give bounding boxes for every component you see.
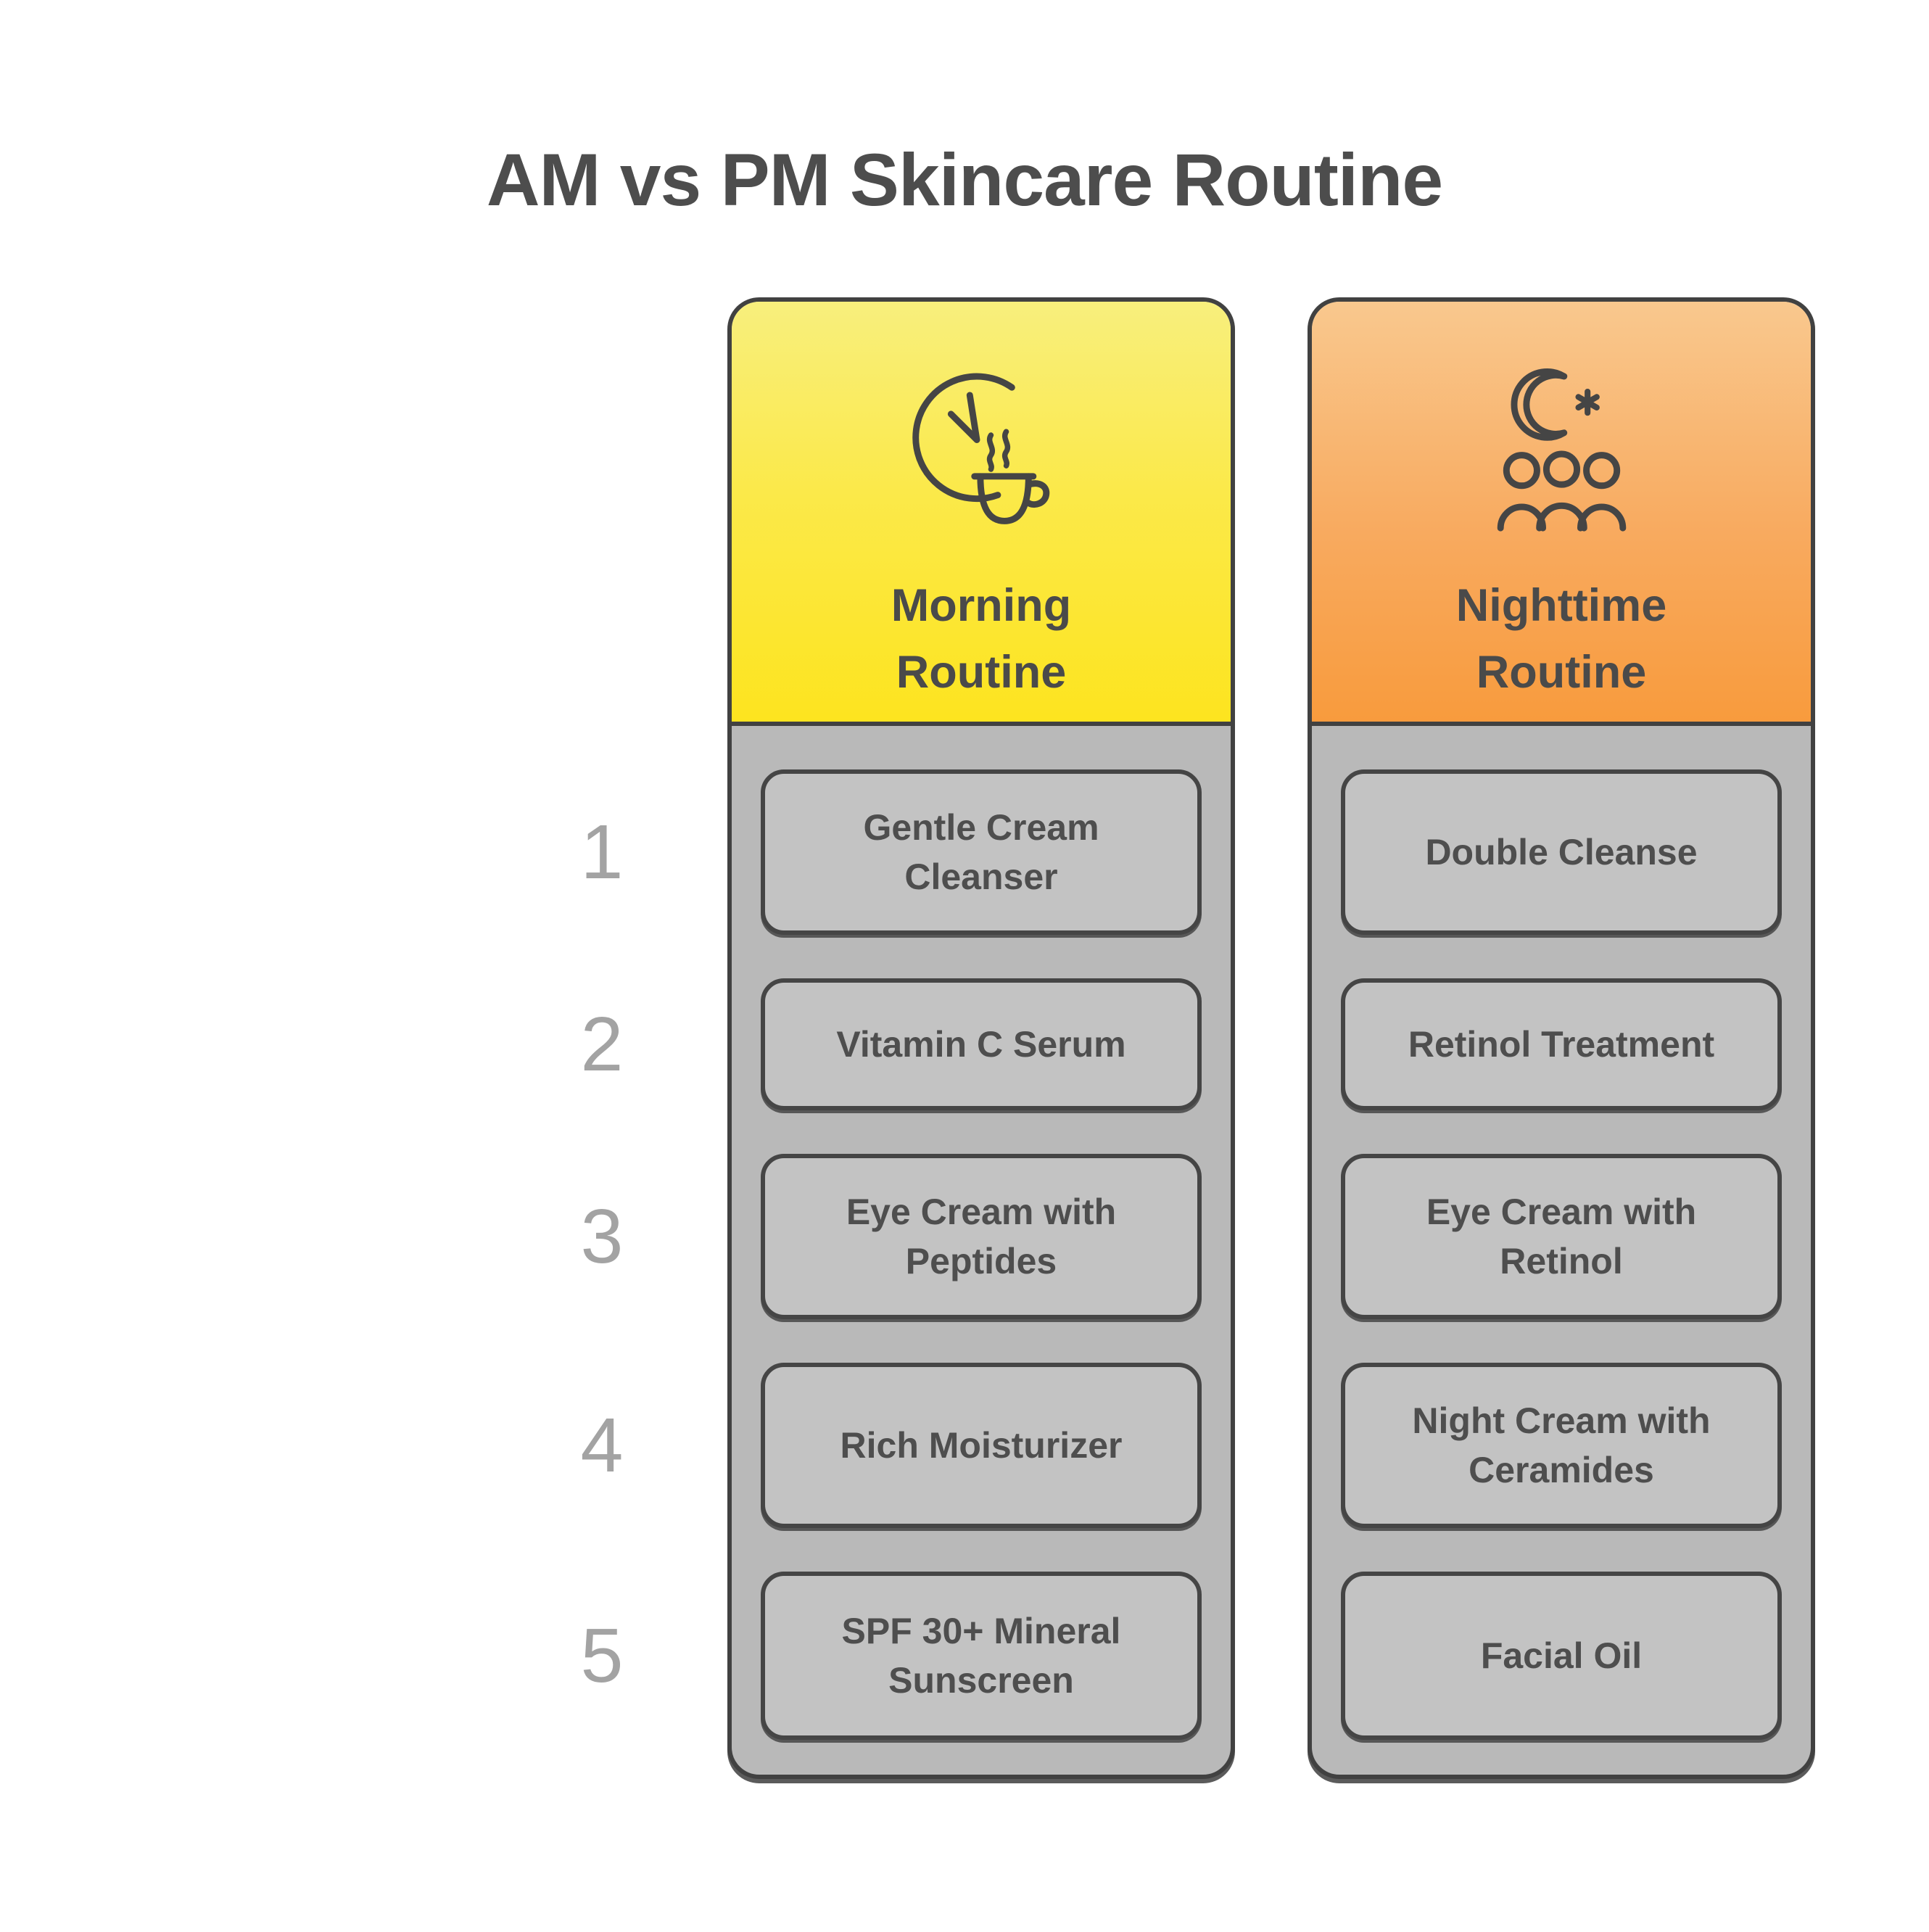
step-box: Eye Cream with Retinol (1341, 1154, 1782, 1319)
step-box: Night Cream with Ceramides (1341, 1363, 1782, 1528)
nighttime-routine-header: Nighttime Routine (1312, 302, 1811, 726)
step-box: Facial Oil (1341, 1572, 1782, 1740)
step-box: Double Cleanse (1341, 769, 1782, 935)
step-label: Night Cream with Ceramides (1412, 1400, 1711, 1490)
step-number: 3 (580, 1193, 624, 1279)
step-number: 1 (580, 809, 624, 895)
step-box: SPF 30+ Mineral Sunscreen (761, 1572, 1202, 1740)
step-box: Vitamin C Serum (761, 978, 1202, 1110)
step-label: Double Cleanse (1425, 832, 1698, 872)
page-title: AM vs PM Skincare Routine (486, 139, 1443, 221)
step-label: SPF 30+ Mineral Sunscreen (841, 1611, 1121, 1701)
step-label: Eye Cream with Peptides (846, 1192, 1117, 1281)
step-label: Retinol Treatment (1408, 1024, 1715, 1065)
step-box: Eye Cream with Peptides (761, 1154, 1202, 1319)
clock-coffee-icon (912, 373, 1049, 524)
step-label: Gentle Cream Cleanser (863, 807, 1099, 897)
step-number: 5 (580, 1612, 624, 1698)
step-box: Gentle Cream Cleanser (761, 769, 1202, 935)
step-box: Rich Moisturizer (761, 1363, 1202, 1528)
step-number: 4 (580, 1402, 624, 1488)
morning-routine-steps: Gentle Cream Cleanser Vitamin C Serum Ey… (732, 726, 1231, 1775)
step-label: Facial Oil (1480, 1635, 1643, 1676)
nighttime-routine-label: Nighttime Routine (1455, 580, 1667, 698)
morning-routine-column: Morning Routine Gentle Cream Cleanser Vi… (727, 297, 1235, 1779)
moon-people-icon (1497, 368, 1626, 532)
step-label: Vitamin C Serum (836, 1024, 1126, 1065)
step-number: 2 (580, 1001, 624, 1087)
nighttime-routine-steps: Double Cleanse Retinol Treatment Eye Cre… (1312, 726, 1811, 1775)
step-label: Eye Cream with Retinol (1426, 1192, 1697, 1281)
step-label: Rich Moisturizer (840, 1425, 1123, 1466)
morning-routine-header: Morning Routine (732, 302, 1231, 726)
step-box: Retinol Treatment (1341, 978, 1782, 1110)
morning-routine-label: Morning Routine (891, 580, 1072, 698)
nighttime-routine-column: Nighttime Routine Double Cleanse Retinol… (1308, 297, 1815, 1779)
